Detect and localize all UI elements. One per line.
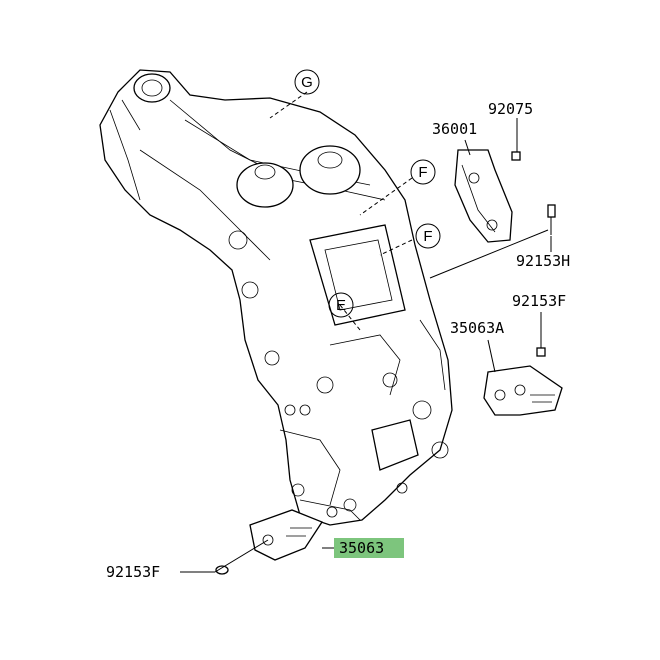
callout-G-label: G bbox=[301, 74, 313, 91]
leader-lines bbox=[180, 91, 552, 573]
callout-F-top-label: F bbox=[418, 164, 427, 181]
bolt-92153F-left bbox=[215, 565, 229, 575]
bolt-92153F-right bbox=[536, 347, 546, 357]
label-92153F-left: 92153F bbox=[106, 563, 160, 581]
bracket-35063A bbox=[483, 365, 563, 416]
label-92153F-right: 92153F bbox=[512, 292, 566, 310]
frame-assembly bbox=[99, 69, 453, 526]
callout-F-top: F bbox=[410, 159, 436, 185]
callout-F-mid: F bbox=[415, 223, 441, 249]
highlight-35063 bbox=[334, 538, 404, 558]
callout-E-label: E bbox=[336, 297, 346, 314]
callout-E: E bbox=[328, 292, 354, 318]
label-35063: 35063 bbox=[339, 539, 384, 557]
callout-G: G bbox=[294, 69, 320, 95]
bolt-92075 bbox=[511, 151, 521, 161]
label-92153H: 92153H bbox=[516, 252, 570, 270]
bracket-35063 bbox=[249, 509, 323, 561]
bolt-92153H bbox=[547, 204, 556, 235]
label-35063A: 35063A bbox=[450, 319, 504, 337]
callout-F-mid-label: F bbox=[423, 228, 432, 245]
label-36001: 36001 bbox=[432, 120, 477, 138]
label-92075: 92075 bbox=[488, 100, 533, 118]
bracket-36001 bbox=[454, 149, 513, 243]
